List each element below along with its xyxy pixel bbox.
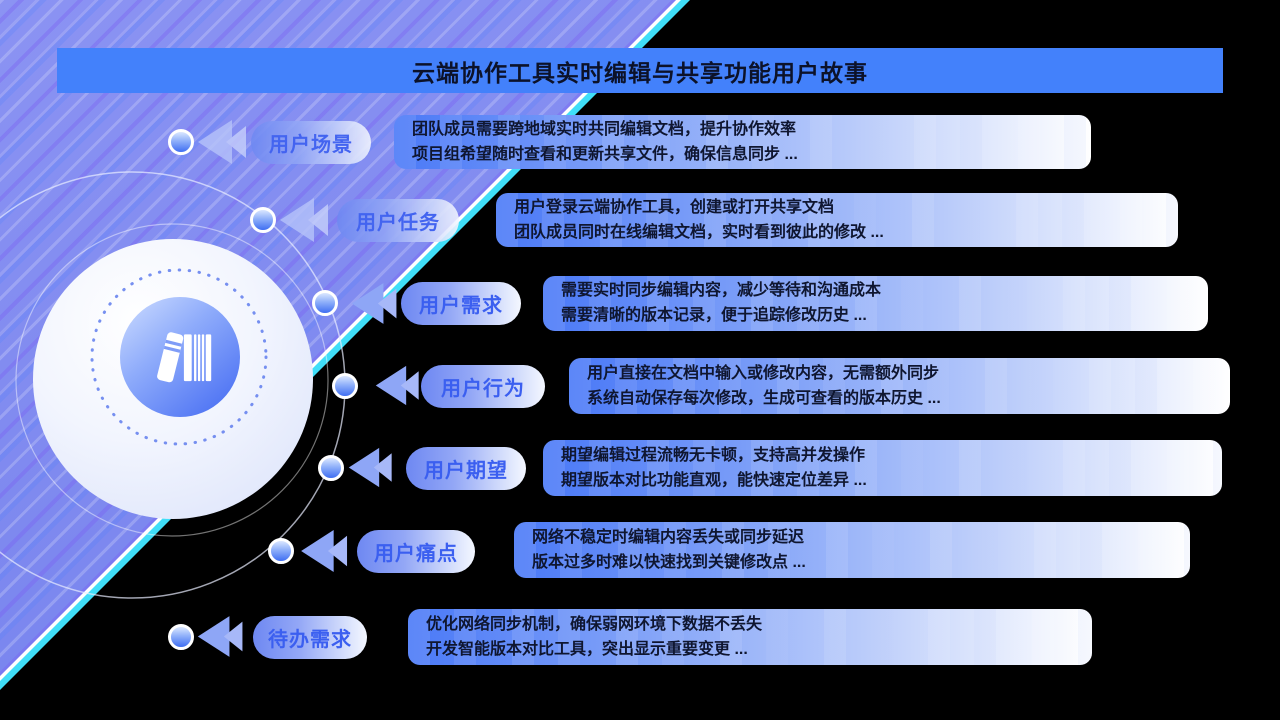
connector-dot <box>168 624 194 650</box>
page-title: 云端协作工具实时编辑与共享功能用户故事 <box>412 59 868 86</box>
story-line: 用户直接在文档中输入或修改内容，无需额外同步 <box>587 364 940 382</box>
icon-circle <box>120 297 240 417</box>
story-line: 用户登录云端协作工具，创建或打开共享文档 <box>514 198 835 216</box>
category-pill: 用户痛点 <box>357 530 475 573</box>
category-pill: 用户需求 <box>401 282 521 325</box>
story-line: 期望版本对比功能直观，能快速定位差异 ... <box>561 471 867 489</box>
story-line: 网络不稳定时编辑内容丢失或同步延迟 <box>532 528 805 546</box>
category-pill: 用户行为 <box>421 365 545 408</box>
story-line: 版本过多时难以快速找到关键修改点 ... <box>532 553 806 571</box>
double-arrow-left-icon <box>348 447 392 488</box>
story-box: 期望编辑过程流畅无卡顿，支持高并发操作 期望版本对比功能直观，能快速定位差异 .… <box>543 440 1222 496</box>
category-pill: 用户期望 <box>406 447 526 490</box>
category-label: 用户期望 <box>424 460 508 482</box>
connector-dot <box>268 538 294 564</box>
double-arrow-left-icon <box>375 365 419 406</box>
story-line: 优化网络同步机制，确保弱网环境下数据不丢失 <box>426 615 763 633</box>
books-icon <box>157 332 212 383</box>
story-box: 用户直接在文档中输入或修改内容，无需额外同步 系统自动保存每次修改，生成可查看的… <box>569 358 1230 414</box>
category-label: 用户痛点 <box>374 543 458 565</box>
story-line: 需要清晰的版本记录，便于追踪修改历史 ... <box>561 307 867 324</box>
story-line: 系统自动保存每次修改，生成可查看的版本历史 ... <box>587 389 941 407</box>
story-line: 开发智能版本对比工具，突出显示重要变更 ... <box>426 640 748 658</box>
story-line: 团队成员同时在线编辑文档，实时看到彼此的修改 ... <box>514 223 884 241</box>
category-label: 用户行为 <box>441 378 525 400</box>
double-arrow-left-icon <box>301 529 348 573</box>
story-box: 需要实时同步编辑内容，减少等待和沟通成本 需要清晰的版本记录，便于追踪修改历史 … <box>543 276 1208 331</box>
connector-dot <box>318 455 344 481</box>
category-label: 待办需求 <box>268 629 352 651</box>
story-box: 优化网络同步机制，确保弱网环境下数据不丢失 开发智能版本对比工具，突出显示重要变… <box>408 609 1092 665</box>
double-arrow-left-icon <box>197 616 243 657</box>
story-line: 期望编辑过程流畅无卡顿，支持高并发操作 <box>561 446 866 464</box>
story-line: 需要实时同步编辑内容，减少等待和沟通成本 <box>561 282 882 299</box>
category-label: 用户需求 <box>419 295 503 317</box>
story-box: 用户登录云端协作工具，创建或打开共享文档 团队成员同时在线编辑文档，实时看到彼此… <box>496 193 1178 247</box>
connector-dot <box>332 373 358 399</box>
category-pill: 待办需求 <box>253 616 367 659</box>
title-bar: 云端协作工具实时编辑与共享功能用户故事 <box>57 48 1223 93</box>
story-box: 网络不稳定时编辑内容丢失或同步延迟 版本过多时难以快速找到关键修改点 ... <box>514 522 1190 578</box>
